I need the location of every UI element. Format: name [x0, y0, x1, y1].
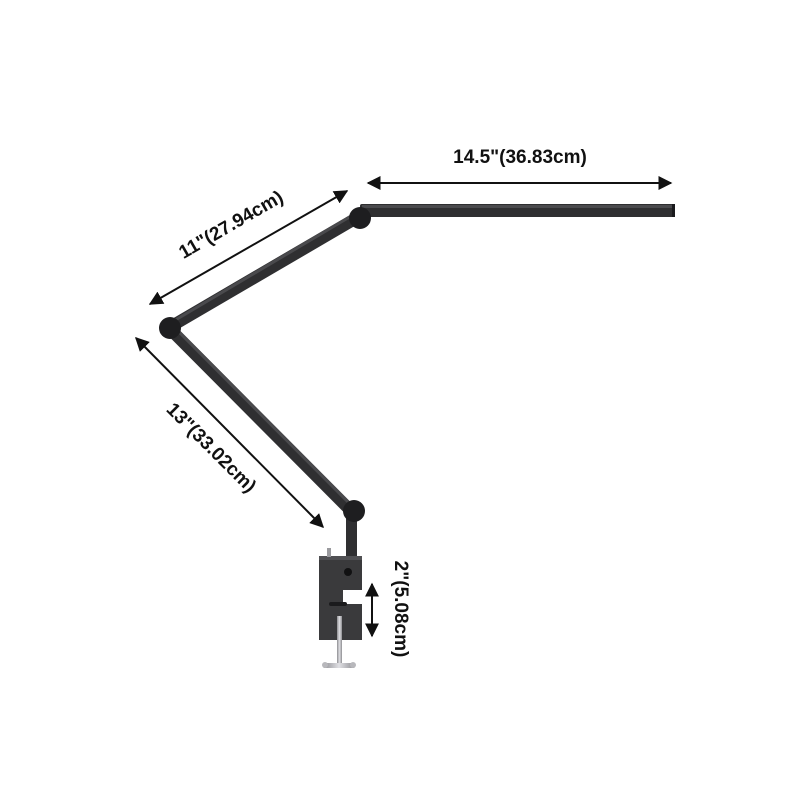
dim-line-lower-arm [135, 337, 324, 528]
vertical-post [346, 508, 357, 558]
joint-elbow [159, 317, 181, 339]
clamp-pad [329, 602, 347, 606]
dim-label-clamp: 2"(5.08cm) [390, 561, 411, 658]
dim-line-middle-arm [148, 190, 349, 305]
dim-label-top-arm: 14.5"(36.83cm) [453, 147, 587, 168]
clamp-screw [337, 616, 342, 666]
middle-arm [164, 210, 366, 333]
clamp-handle [323, 663, 355, 668]
desk-clamp [319, 548, 362, 668]
joint-top [349, 207, 371, 229]
top-arm [360, 204, 675, 217]
joint-base [343, 500, 365, 522]
lamp [159, 204, 675, 668]
dim-label-middle-arm: 11"(27.94cm) [175, 187, 287, 264]
dimension-lines [135, 176, 673, 638]
clamp-hole [344, 568, 352, 576]
